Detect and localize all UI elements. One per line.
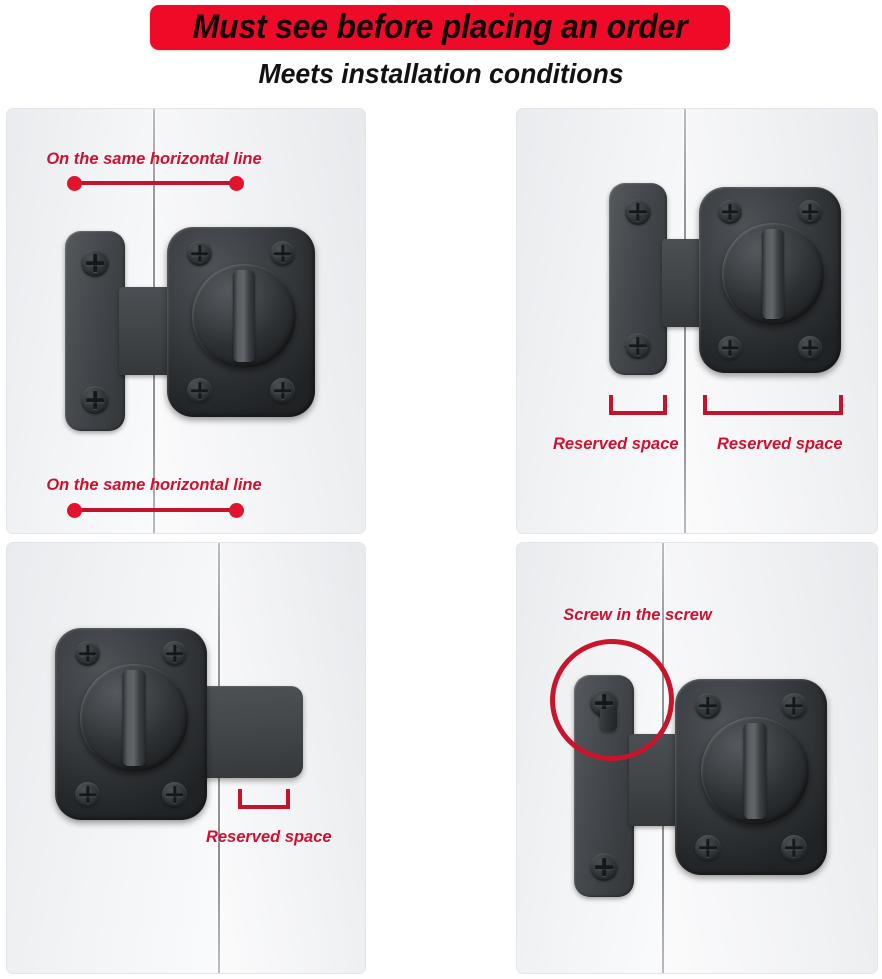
screw-icon xyxy=(270,241,295,266)
bracket-tick-left xyxy=(238,789,242,809)
knob-fin xyxy=(233,270,255,362)
bracket-tick-left xyxy=(609,395,613,415)
screw-icon xyxy=(187,378,212,403)
screw-icon xyxy=(625,199,651,225)
annotation-dot xyxy=(229,176,244,191)
header: Must see before placing an order Meets i… xyxy=(0,0,882,104)
panel-bottom-left: Reserved space xyxy=(6,542,366,974)
screw-icon xyxy=(81,249,109,277)
promo-banner: Must see before placing an order xyxy=(150,5,730,50)
panel-top-right: Reserved space Reserved space xyxy=(516,108,878,534)
page-subtitle: Meets installation conditions xyxy=(258,58,624,89)
screw-icon xyxy=(590,853,618,881)
screw-icon xyxy=(781,693,807,719)
bracket-tick-right xyxy=(663,395,667,415)
knob-fin xyxy=(743,723,767,819)
reserved-space-label-right: Reserved space xyxy=(716,434,843,453)
screw-icon xyxy=(81,386,109,414)
screw-icon xyxy=(781,835,807,861)
lock-body-plate xyxy=(699,187,841,373)
annotation-dot xyxy=(67,176,82,191)
annotation-dot xyxy=(67,503,82,518)
reserved-space-label: Reserved space xyxy=(205,827,332,846)
bracket-base xyxy=(238,805,290,809)
latch-bolt-extended xyxy=(193,686,303,778)
strike-plate xyxy=(609,183,667,375)
screw-callout-label: Screw in the screw xyxy=(563,605,712,624)
bracket-tick-right xyxy=(839,395,843,415)
annotation-measure-line-top xyxy=(73,181,237,185)
lock-body-plate xyxy=(675,679,827,875)
reserved-space-label-left: Reserved space xyxy=(552,434,679,453)
knob-fin xyxy=(122,670,146,766)
annotation-same-line-bottom: On the same horizontal line xyxy=(46,475,262,494)
bracket-base xyxy=(609,411,667,415)
screw-icon xyxy=(695,835,721,861)
screw-icon xyxy=(187,241,212,266)
reserved-space-bracket-left xyxy=(609,395,667,415)
thumb-turn-knob xyxy=(192,264,296,368)
reserved-space-bracket xyxy=(238,789,290,809)
thumb-turn-knob xyxy=(80,664,188,772)
protruding-screw-shaft xyxy=(600,709,617,731)
screw-icon xyxy=(270,378,295,403)
screw-icon xyxy=(75,782,100,807)
panel-top-left: On the same horizontal line On the same … xyxy=(6,108,366,534)
thumb-turn-knob xyxy=(722,223,824,325)
strike-plate xyxy=(65,231,125,431)
banner-headline: Must see before placing an order xyxy=(192,8,688,46)
reserved-space-bracket-right xyxy=(703,395,843,415)
strike-plate xyxy=(574,675,634,897)
annotation-same-line-top: On the same horizontal line xyxy=(46,149,262,168)
screw-icon xyxy=(625,333,651,359)
screw-icon xyxy=(718,200,742,224)
annotation-dot xyxy=(229,503,244,518)
thumb-turn-knob xyxy=(701,717,809,825)
knob-fin xyxy=(762,229,784,319)
panel-bottom-right: Screw in the screw xyxy=(516,542,878,974)
screw-icon xyxy=(798,336,822,360)
annotation-measure-line-bottom xyxy=(73,508,237,512)
lock-body-plate xyxy=(167,227,315,417)
bracket-tick-left xyxy=(703,395,707,415)
screw-icon xyxy=(162,782,187,807)
screw-icon xyxy=(162,641,187,666)
bracket-base xyxy=(703,411,843,415)
bracket-tick-right xyxy=(286,789,290,809)
screw-icon xyxy=(718,336,742,360)
screw-icon xyxy=(695,693,721,719)
screw-icon xyxy=(798,200,822,224)
lock-body-plate xyxy=(55,628,207,820)
screw-icon xyxy=(75,641,100,666)
